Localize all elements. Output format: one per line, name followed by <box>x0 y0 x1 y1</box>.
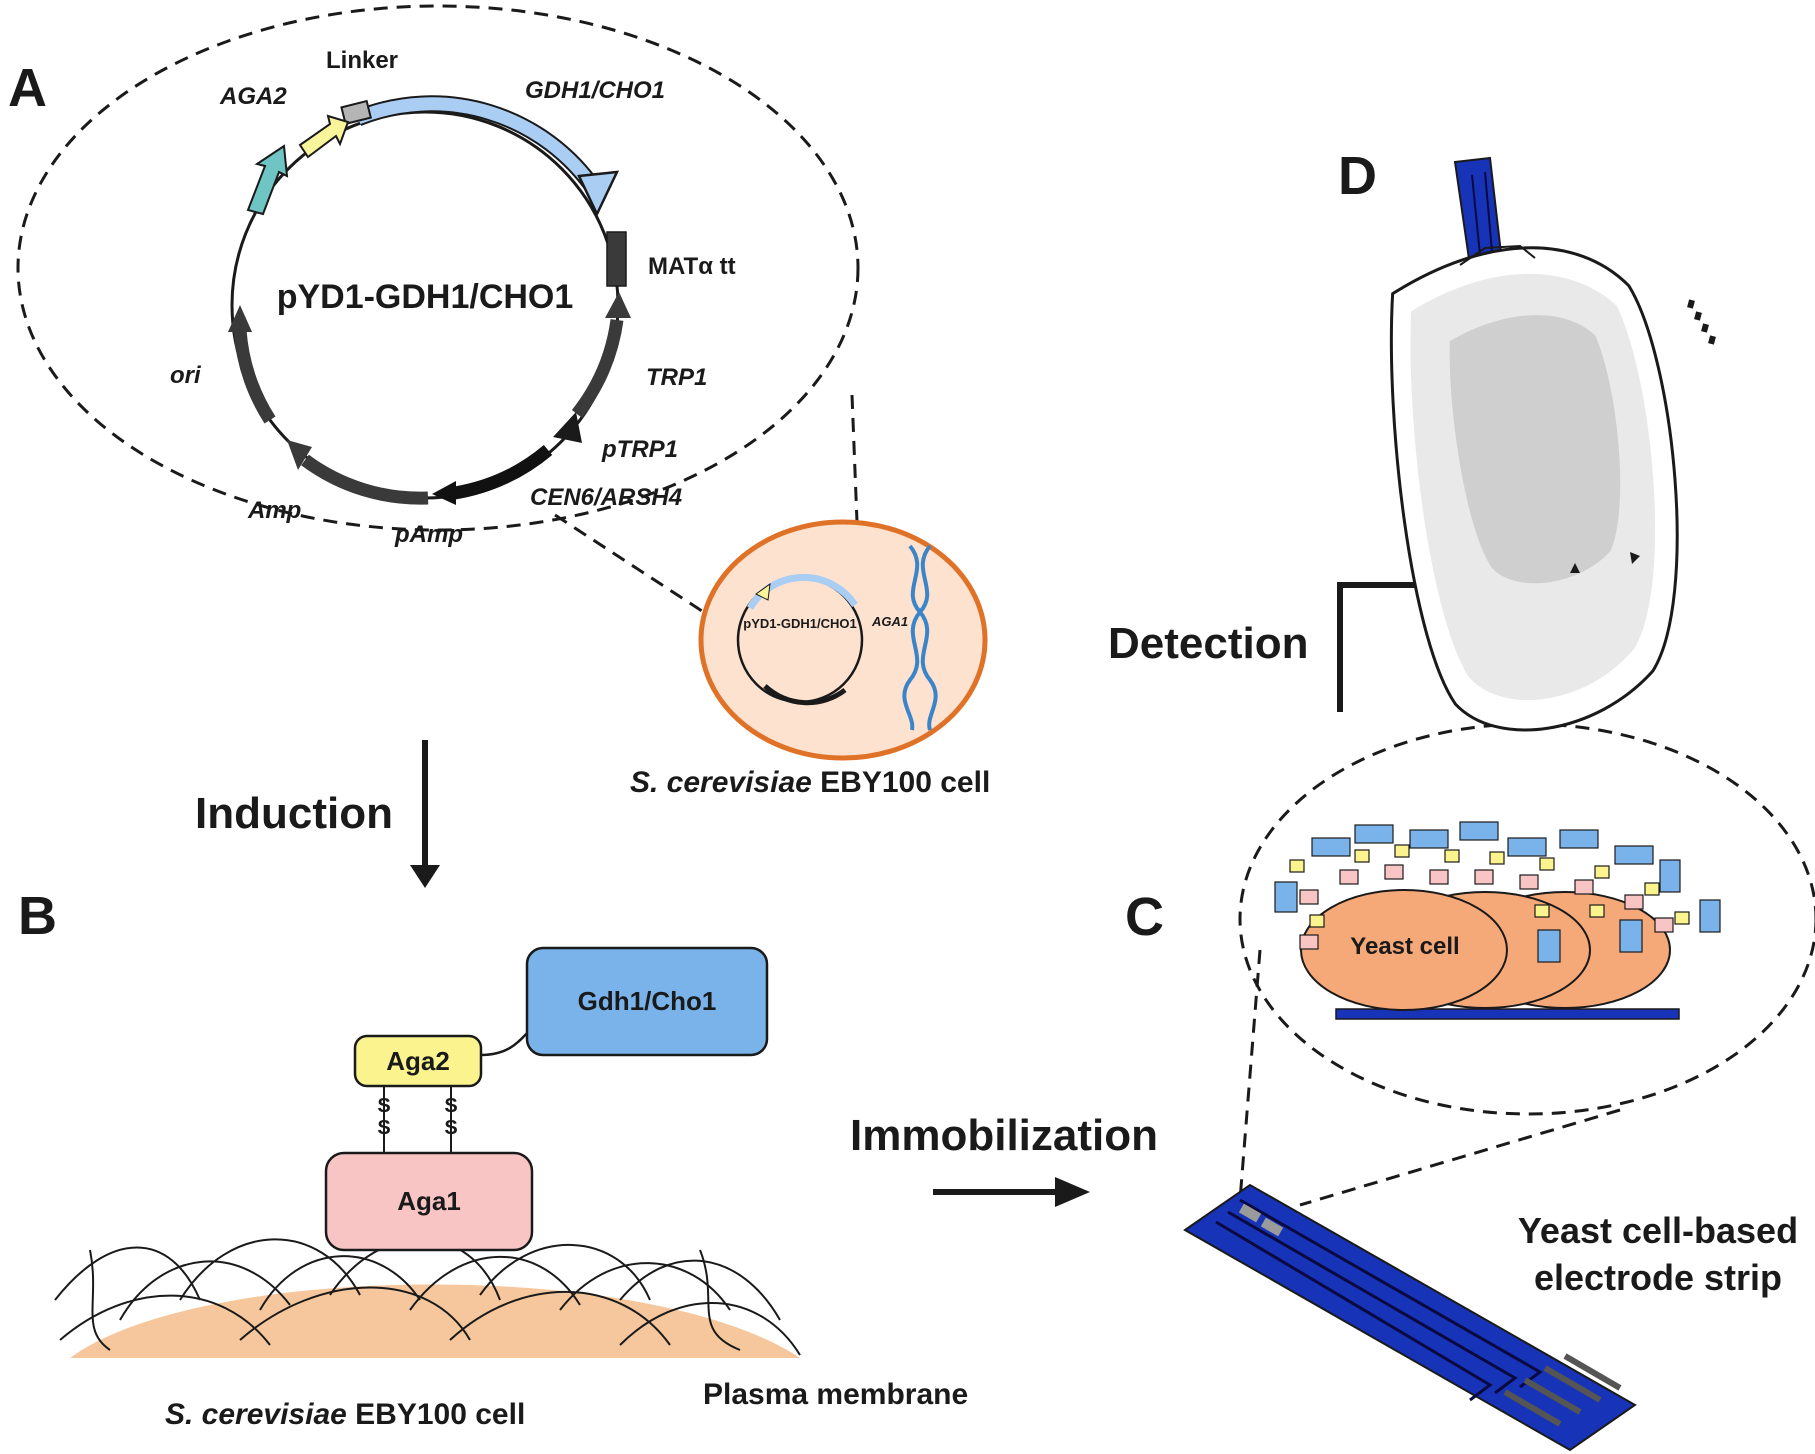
gdh1-arrowhead <box>577 170 620 217</box>
zoom-line-c-left <box>1238 949 1262 1201</box>
label-pamp: pAmp <box>394 521 463 548</box>
bond-s-4: S <box>444 1117 457 1139</box>
panel-letter-a: A <box>8 58 47 118</box>
up-button-icon <box>1570 563 1580 573</box>
cell-a-membrane <box>698 519 988 761</box>
ptrp1-arrowhead <box>553 412 582 443</box>
plasmid-map: pYD1-GDH1/CHO1 Linker AGA2 GDH1/CHO1 MAT… <box>170 47 736 548</box>
aga2-label: Aga2 <box>386 1046 450 1076</box>
right-button-icon <box>1630 552 1640 564</box>
linker-box <box>340 99 373 126</box>
panel-letter-c: C <box>1125 887 1164 947</box>
amp-arrowhead <box>287 440 312 470</box>
immobilized-yeast: Yeast cell <box>1274 821 1721 1020</box>
label-immobilization: Immobilization <box>850 1111 1158 1160</box>
label-ori: ori <box>170 362 202 389</box>
label-mat-tt: MATα tt <box>648 253 736 280</box>
dna-helix <box>908 544 938 731</box>
label-aga2: AGA2 <box>219 83 287 110</box>
label-ptrp1: pTRP1 <box>601 436 678 463</box>
yeast-zoom-ellipse <box>1238 722 1815 1116</box>
bond-s-3: S <box>444 1095 457 1117</box>
surface-display: Aga1 S S S S Aga2 Gdh1/Cho1 <box>54 946 801 1358</box>
panel-letter-d: D <box>1338 146 1377 206</box>
strip-label-1: Yeast cell-based <box>1518 1210 1798 1251</box>
aga2-arrow <box>298 114 350 159</box>
label-detection: Detection <box>1108 619 1308 668</box>
label-gdh1-cho1: GDH1/CHO1 <box>525 77 665 104</box>
cell-wall-fibres <box>54 1238 801 1356</box>
detection-arrow <box>1337 582 1430 712</box>
yeast-cell-a: pYD1-GDH1/CHO1 AGA1 <box>698 519 988 761</box>
strip-contacts <box>1503 1353 1622 1427</box>
label-plasma-membrane: Plasma membrane <box>703 1378 968 1411</box>
cell-b-caption: S. cerevisiae EBY100 cell <box>165 1398 525 1431</box>
electrode-strip <box>1183 1183 1637 1452</box>
mini-plasmid-name: pYD1-GDH1/CHO1 <box>743 616 856 631</box>
gdh1-segment <box>355 97 601 194</box>
plasmid-name: pYD1-GDH1/CHO1 <box>277 278 574 316</box>
zoom-line-left <box>554 513 729 630</box>
trp1-arrowhead <box>605 292 631 318</box>
yeast-cell-label: Yeast cell <box>1350 933 1459 960</box>
panel-letter-b: B <box>18 886 57 946</box>
strip-label-2: electrode strip <box>1534 1257 1782 1298</box>
label-induction: Induction <box>195 789 393 838</box>
surface-proteins <box>1274 821 1721 963</box>
bond-s-2: S <box>377 1117 390 1139</box>
teal-arrow <box>246 144 289 216</box>
meter-display <box>1449 315 1621 584</box>
label-amp: Amp <box>247 497 301 524</box>
bond-s-1: S <box>377 1095 390 1117</box>
label-linker: Linker <box>326 47 398 74</box>
ori-arrowhead <box>228 305 252 332</box>
label-aga1-gene: AGA1 <box>871 614 908 629</box>
plasmid-zoom-ellipse <box>16 4 860 532</box>
side-buttons <box>1687 299 1716 345</box>
glucometer <box>1389 156 1716 732</box>
zoom-line-c-right <box>1299 1108 1621 1207</box>
cell-a-caption: S. cerevisiae EBY100 cell <box>630 766 990 799</box>
electrode-surface <box>1335 1008 1680 1020</box>
cen6-arrowhead <box>432 481 456 505</box>
aga1-label: Aga1 <box>397 1186 461 1216</box>
label-cen6-arsh4: CEN6/ARSH4 <box>530 484 682 511</box>
mat-terminator-box <box>606 231 627 287</box>
aga2-box <box>353 1034 483 1088</box>
label-trp1: TRP1 <box>646 364 707 391</box>
gdh1-cho1-label: Gdh1/Cho1 <box>578 986 717 1016</box>
gdh1-cho1-box <box>525 946 769 1057</box>
yeast-cell-1 <box>1300 889 1508 1011</box>
aga1-box <box>324 1151 534 1252</box>
